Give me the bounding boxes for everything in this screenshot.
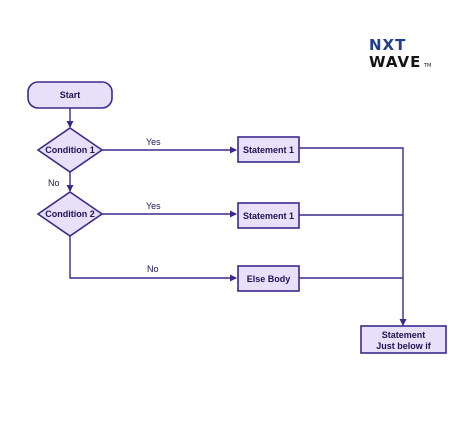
statement1-b-label: Statement 1 — [243, 211, 294, 221]
else-body-node: Else Body — [237, 265, 300, 292]
statement1-a-label: Statement 1 — [243, 145, 294, 155]
start-label: Start — [60, 90, 81, 100]
condition2-label: Condition 2 — [45, 209, 95, 219]
label-condition1-yes: Yes — [146, 137, 161, 147]
edge-condition2-no — [69, 236, 237, 282]
label-condition1-no: No — [48, 178, 60, 188]
nxtwave-logo: NXT WAVE TM — [369, 36, 431, 71]
after-if-node: Statement Just below if — [360, 325, 447, 354]
condition2-node: Condition 2 — [36, 191, 104, 237]
condition1-label: Condition 1 — [45, 145, 95, 155]
statement1-node-a: Statement 1 — [237, 136, 300, 163]
condition1-node: Condition 1 — [36, 127, 104, 173]
start-node: Start — [27, 81, 113, 109]
statement1-node-b: Statement 1 — [237, 202, 300, 229]
logo-trademark: TM — [423, 63, 431, 69]
after-if-label-line1: Statement — [382, 330, 426, 340]
else-body-label: Else Body — [247, 274, 291, 284]
label-condition2-no: No — [147, 264, 159, 274]
label-condition2-yes: Yes — [146, 201, 161, 211]
flow-edges — [66, 108, 407, 326]
logo-line-1: NXT — [369, 36, 406, 54]
logo-line-2: WAVE — [369, 53, 421, 71]
edge-statement1a-to-merge — [299, 147, 407, 326]
after-if-label-line2: Just below if — [376, 341, 432, 351]
